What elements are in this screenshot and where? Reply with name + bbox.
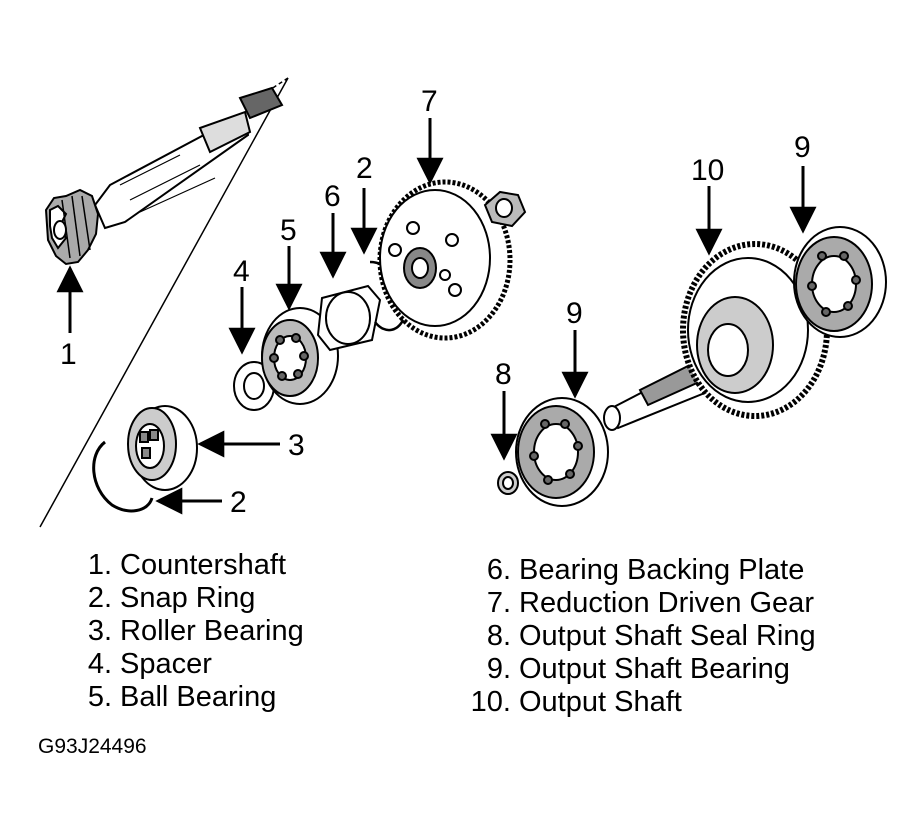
legend-label: Output Shaft Seal Ring	[519, 620, 816, 652]
detail-wedge-lines	[39, 77, 289, 528]
seal-ring-drawing	[497, 471, 519, 495]
legend-item: 10.Output Shaft	[455, 686, 816, 719]
legend-number: 7.	[486, 587, 511, 619]
legend-number: 5.	[87, 681, 112, 713]
figure-code: G93J24496	[38, 735, 147, 758]
legend-label: Roller Bearing	[120, 615, 304, 647]
legend-left: 1.Countershaft 2.Snap Ring 3.Roller Bear…	[70, 549, 304, 714]
callout-6: 6	[324, 180, 341, 213]
countershaft-drawing	[44, 86, 284, 266]
callout-7: 7	[421, 85, 438, 118]
callout-9-top: 9	[794, 131, 811, 164]
roller-bearing-drawing	[127, 405, 198, 491]
legend-right: 6.Bearing Backing Plate 7.Reduction Driv…	[455, 554, 816, 719]
legend-number: 6.	[486, 554, 511, 586]
exploded-parts-diagram: 1 2 2 3 4 5 6 7 8 9 9 10	[39, 77, 887, 528]
legend-item: 6.Bearing Backing Plate	[455, 554, 816, 587]
legend-item: 1.Countershaft	[70, 549, 304, 582]
legend-item: 7.Reduction Driven Gear	[455, 587, 816, 620]
callout-4: 4	[233, 255, 250, 288]
legend-label: Countershaft	[120, 549, 287, 581]
callout-5: 5	[280, 214, 297, 247]
legend-number: 2.	[87, 582, 112, 614]
leader-arrows	[56, 118, 817, 515]
callout-3: 3	[288, 429, 305, 462]
legend-item: 3.Roller Bearing	[70, 615, 304, 648]
callout-9-mid: 9	[566, 297, 583, 330]
output-bearing-top-drawing	[793, 226, 887, 338]
nut-drawing	[483, 190, 527, 228]
legend-label: Spacer	[120, 648, 212, 680]
legend-number: 4.	[87, 648, 112, 680]
legend-number: 8.	[486, 620, 511, 652]
reduction-gear-drawing	[377, 179, 513, 341]
snap-ring-lower-drawing	[92, 440, 154, 513]
legend-label: Bearing Backing Plate	[519, 554, 805, 586]
legend-number: 1.	[87, 549, 112, 581]
output-shaft-drawing	[603, 241, 830, 431]
callout-8: 8	[495, 358, 512, 391]
callout-1: 1	[60, 338, 77, 371]
legend-number: 10.	[470, 686, 511, 718]
callout-2-top: 2	[356, 152, 373, 185]
backing-plate-drawing	[316, 284, 382, 352]
legend-item: 2.Snap Ring	[70, 582, 304, 615]
legend-number: 3.	[87, 615, 112, 647]
callout-2-bottom: 2	[230, 486, 247, 519]
legend-item: 4.Spacer	[70, 648, 304, 681]
legend-label: Output Shaft	[519, 686, 682, 718]
legend-label: Snap Ring	[120, 582, 256, 614]
legend-label: Ball Bearing	[120, 681, 277, 713]
output-bearing-mid-drawing	[515, 397, 609, 507]
callout-10: 10	[691, 154, 724, 187]
legend-item: 9.Output Shaft Bearing	[455, 653, 816, 686]
legend-item: 8.Output Shaft Seal Ring	[455, 620, 816, 653]
legend-label: Reduction Driven Gear	[519, 587, 814, 619]
legend-label: Output Shaft Bearing	[519, 653, 790, 685]
legend-number: 9.	[486, 653, 511, 685]
legend-item: 5.Ball Bearing	[70, 681, 304, 714]
